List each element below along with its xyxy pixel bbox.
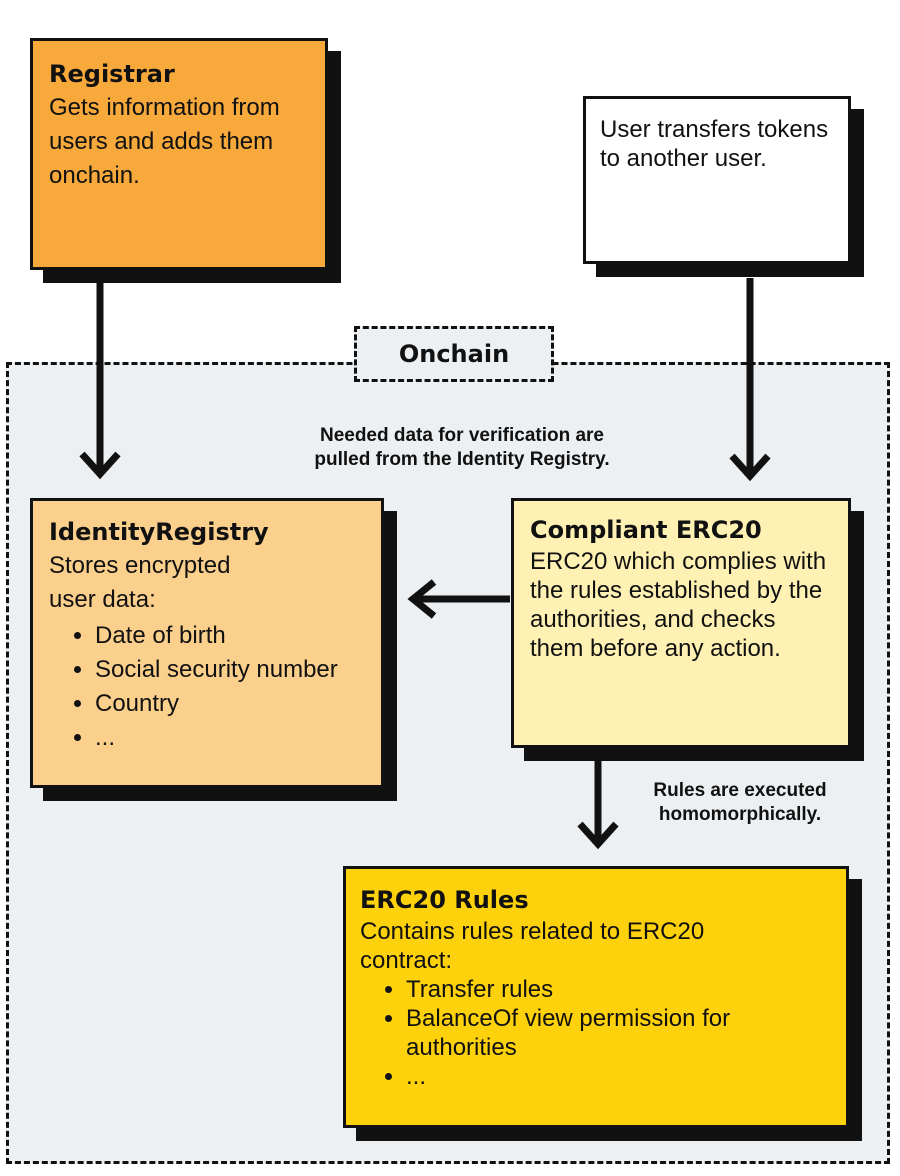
erc20-rules-title: ERC20 Rules <box>360 886 529 914</box>
list-item: Country <box>95 687 365 721</box>
erc20-rules-box: ERC20 Rules Contains rules related to ER… <box>343 866 849 1128</box>
arrow-registrar-to-identity <box>79 270 121 480</box>
arrow-compliant-to-identity <box>407 579 510 619</box>
verification-note: Needed data for verification are pulled … <box>276 424 648 472</box>
list-item: ... <box>406 1062 832 1091</box>
erc20-rules-list: Transfer rules BalanceOf view permission… <box>360 975 832 1091</box>
verification-note-line-1: Needed data for verification are <box>319 425 605 446</box>
user-transfer-box: User transfers tokens to another user. <box>583 96 851 264</box>
arrow-user-to-compliant <box>729 278 771 482</box>
user-transfer-description: User transfers tokens to another user. <box>600 116 829 172</box>
identity-registry-list: Date of birth Social security number Cou… <box>49 619 365 755</box>
homomorphic-note-line-1: Rules are executed <box>653 780 827 801</box>
list-item: Transfer rules <box>406 975 832 1004</box>
homomorphic-note-line-2: homomorphically. <box>658 804 822 825</box>
arrow-compliant-to-rules <box>577 760 619 850</box>
identity-registry-description: Stores encrypted user data: <box>49 552 231 613</box>
compliant-erc20-box: Compliant ERC20 ERC20 which complies wit… <box>511 498 851 748</box>
list-item: Social security number <box>95 653 365 687</box>
onchain-label: Onchain <box>354 326 554 382</box>
list-item: BalanceOf view permission for authoritie… <box>406 1004 832 1062</box>
list-item: Date of birth <box>95 619 365 653</box>
identity-registry-title: IdentityRegistry <box>49 518 269 546</box>
compliant-erc20-title: Compliant ERC20 <box>530 516 762 544</box>
identity-registry-box: IdentityRegistry Stores encrypted user d… <box>30 498 384 788</box>
erc20-rules-description: Contains rules related to ERC20 contract… <box>360 918 705 974</box>
list-item: ... <box>95 721 365 755</box>
verification-note-line-2: pulled from the Identity Registry. <box>314 449 610 470</box>
compliant-erc20-description: ERC20 which complies with the rules esta… <box>530 548 827 662</box>
registrar-box: Registrar Gets information from users an… <box>30 38 328 270</box>
registrar-title: Registrar <box>49 60 175 88</box>
homomorphic-note: Rules are executed homomorphically. <box>630 779 850 827</box>
registrar-description: Gets information from users and adds the… <box>49 94 280 189</box>
